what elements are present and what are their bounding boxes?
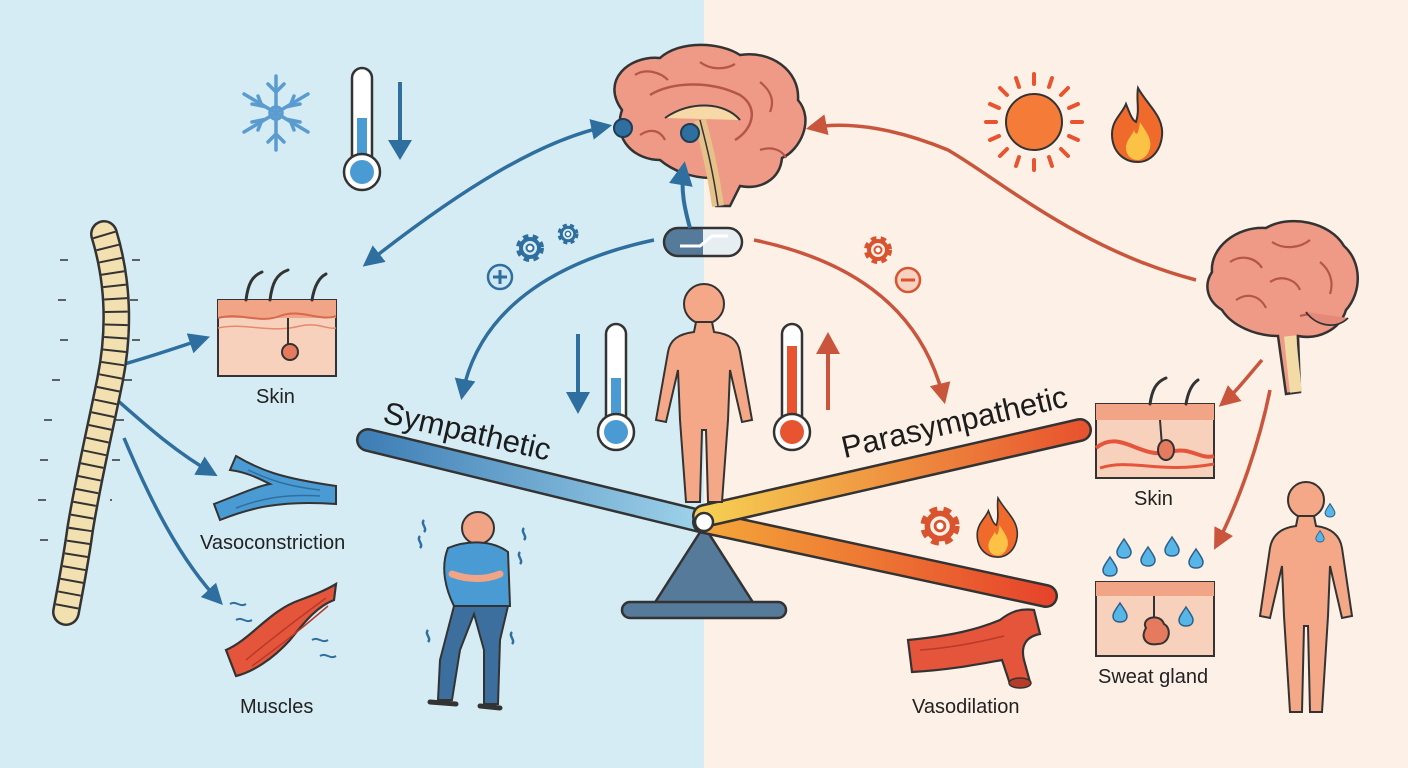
vasoconstriction-vessel-icon	[212, 454, 337, 522]
seesaw-icon	[356, 418, 1092, 620]
vasoconstriction-label: Vasoconstriction	[200, 532, 346, 554]
brain-to-right-skin-arrow	[1218, 358, 1264, 407]
switch-to-brain-arrow	[669, 161, 693, 229]
vasodilation-label: Vasodilation	[912, 696, 1020, 718]
skin-label-left: Skin	[256, 386, 295, 408]
sun-icon	[984, 72, 1084, 172]
spine-icon	[38, 220, 152, 626]
parasympathetic-gear-icon	[867, 239, 889, 261]
vasodilation-vessel-icon	[906, 608, 1042, 689]
right-brain-feedback-arrow	[805, 114, 1197, 282]
skin-cross-section-cold-icon	[217, 268, 337, 377]
down-arrow-icon	[566, 334, 590, 414]
heat-gear-icon	[925, 511, 956, 542]
shivering-person-icon	[417, 511, 527, 711]
sweating-person-icon	[1258, 481, 1354, 713]
muscle-icon	[224, 581, 338, 678]
skin-cross-section-warm-icon	[1094, 376, 1215, 479]
muscles-label: Muscles	[240, 696, 314, 718]
thermometer-high-icon	[772, 322, 812, 452]
brain-to-skin-arrow	[362, 119, 613, 267]
temperature-down-arrow-icon	[388, 82, 412, 160]
right-brain-icon	[1206, 219, 1359, 396]
spine-to-vessel-arrow	[106, 390, 218, 477]
skin-label-right: Skin	[1134, 488, 1173, 510]
snowflake-icon	[242, 74, 310, 152]
sweat-gland-icon	[1095, 536, 1215, 657]
brain-to-sweat-arrow	[1214, 389, 1272, 550]
control-switch-icon	[662, 226, 744, 258]
central-brain-icon	[613, 43, 807, 208]
switch-to-sympathetic-arrow	[454, 238, 655, 401]
heat-flame-icon	[976, 497, 1019, 559]
spine-to-muscle-arrow	[122, 437, 223, 606]
sympathetic-gears-icon	[519, 226, 576, 259]
thermometer-low-icon	[596, 322, 636, 452]
person-icon	[654, 283, 754, 503]
switch-to-parasympathetic-arrow	[753, 238, 951, 405]
plus-icon	[486, 263, 514, 291]
sweat-gland-label: Sweat gland	[1098, 666, 1209, 688]
cold-thermometer-icon	[342, 66, 382, 192]
up-arrow-icon	[816, 332, 840, 410]
flame-icon	[1111, 87, 1164, 163]
minus-icon	[894, 266, 922, 294]
